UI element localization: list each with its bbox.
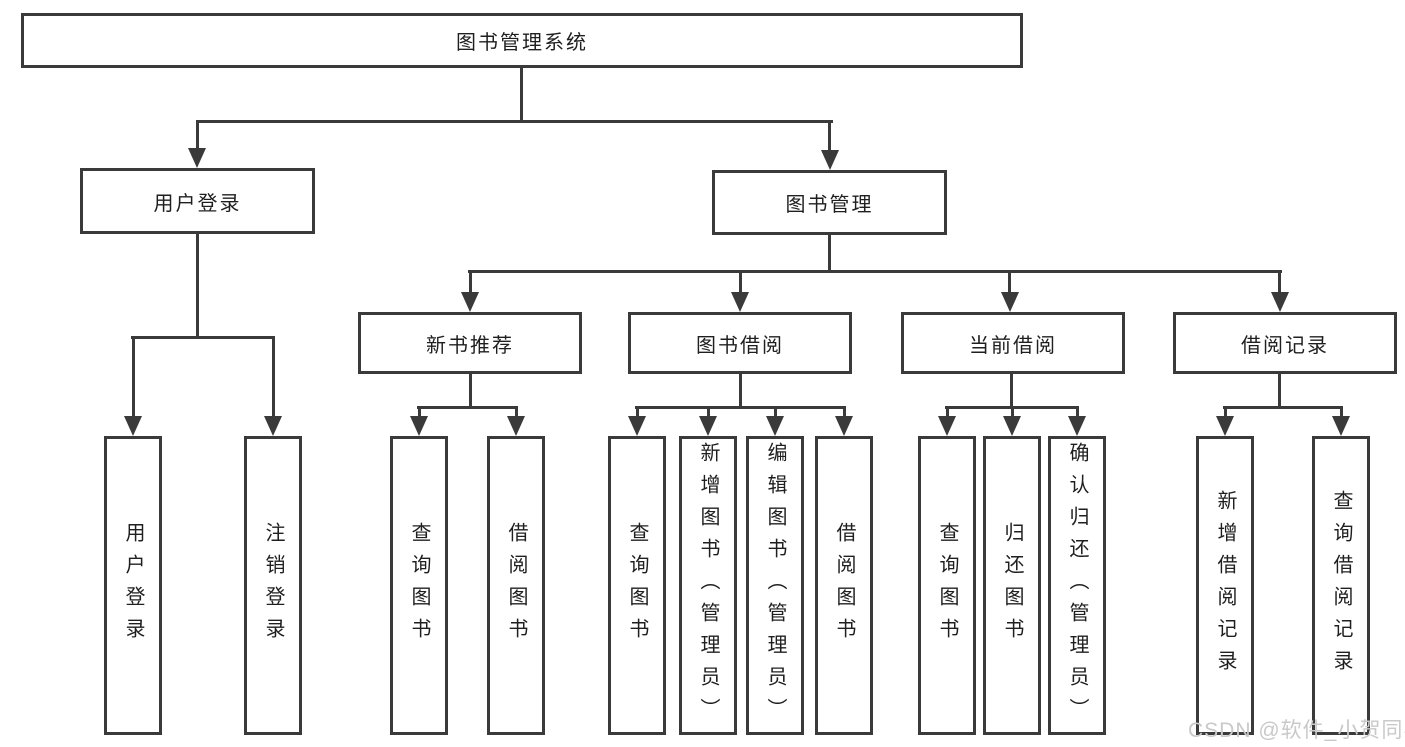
- node-user-login: 用户登录: [80, 168, 315, 234]
- arrow-down-icon: [1216, 416, 1234, 436]
- edge-module-stem: [469, 270, 472, 294]
- leaf-query-books-current: 查询图书: [918, 436, 976, 735]
- edge-user-split-stem: [196, 234, 199, 339]
- arrow-down-icon: [507, 416, 525, 436]
- arrow-down-icon: [766, 416, 784, 436]
- node-book-management: 图书管理: [712, 170, 947, 235]
- arrow-down-icon: [1332, 416, 1350, 436]
- edge-split-stem: [1010, 374, 1013, 409]
- leaf-query-books-recommend: 查询图书: [390, 436, 448, 735]
- edge-user-login-stem: [196, 120, 199, 151]
- leaf-add-borrow-record: 新增借阅记录: [1196, 436, 1254, 735]
- node-library-management-system: 图书管理系统: [21, 13, 1023, 68]
- edge-book-mgmt-stem: [828, 120, 831, 153]
- node-borrowing-records: 借阅记录: [1173, 312, 1397, 374]
- arrow-down-icon: [188, 148, 206, 168]
- edge-module-stem: [1008, 270, 1011, 294]
- leaf-borrow-books-recommend: 借阅图书: [487, 436, 545, 735]
- leaf-return-books: 归还图书: [983, 436, 1041, 735]
- edge-module-stem: [739, 270, 742, 294]
- edge-leaf-stem: [272, 336, 275, 418]
- arrow-down-icon: [731, 292, 749, 312]
- leaf-add-books-admin: 新增图书（管理员）: [679, 436, 737, 735]
- edge-mgmt-split-stem: [828, 235, 831, 273]
- edge-split-stem: [1278, 374, 1281, 409]
- leaf-query-borrow-record: 查询借阅记录: [1312, 436, 1370, 735]
- arrow-down-icon: [1001, 292, 1019, 312]
- arrow-down-icon: [1003, 416, 1021, 436]
- arrow-down-icon: [821, 150, 839, 170]
- arrow-down-icon: [699, 416, 717, 436]
- edge-module-stem: [1278, 270, 1281, 294]
- arrow-down-icon: [628, 416, 646, 436]
- edge-user-split-bar: [131, 336, 275, 339]
- edge-leaf-stem: [707, 406, 710, 418]
- edge-mgmt-split-bar: [468, 270, 1282, 273]
- leaf-logout-login: 注销登录: [244, 436, 302, 735]
- leaf-query-books-borrow: 查询图书: [608, 436, 666, 735]
- edge-leaf-stem: [132, 336, 135, 418]
- edge-leaf-stem: [1340, 406, 1343, 418]
- edge-split-stem: [739, 374, 742, 409]
- edge-leaf-stem: [418, 406, 421, 418]
- leaf-confirm-return-admin: 确认归还（管理员）: [1048, 436, 1106, 735]
- arrow-down-icon: [938, 416, 956, 436]
- edge-leaf-stem: [946, 406, 949, 418]
- edge-leaf-stem: [774, 406, 777, 418]
- leaf-edit-books-admin: 编辑图书（管理员）: [746, 436, 804, 735]
- leaf-borrow-books: 借阅图书: [815, 436, 873, 735]
- edge-leaf-stem: [1076, 406, 1079, 418]
- node-current-borrowing: 当前借阅: [901, 312, 1125, 374]
- node-book-borrowing: 图书借阅: [628, 312, 852, 374]
- edge-leaf-stem: [1011, 406, 1014, 418]
- edge-leaf-stem: [843, 406, 846, 418]
- edge-leaf-stem: [515, 406, 518, 418]
- edge-split-stem: [469, 374, 472, 409]
- edge-split-bar: [635, 406, 846, 409]
- edge-split-bar: [417, 406, 518, 409]
- edge-leaf-stem: [1224, 406, 1227, 418]
- node-new-book-recommendation: 新书推荐: [358, 312, 582, 374]
- csdn-watermark: CSDN @软件_小贺同学: [1188, 719, 1405, 742]
- arrow-down-icon: [835, 416, 853, 436]
- leaf-user-login: 用户登录: [104, 436, 162, 735]
- arrow-down-icon: [1271, 292, 1289, 312]
- edge-root-stem: [520, 67, 523, 122]
- edge-split-bar: [1223, 406, 1343, 409]
- edge-leaf-stem: [636, 406, 639, 418]
- arrow-down-icon: [410, 416, 428, 436]
- arrow-down-icon: [461, 292, 479, 312]
- edge-root-bar: [196, 120, 833, 123]
- arrow-down-icon: [1068, 416, 1086, 436]
- arrow-down-icon: [264, 416, 282, 436]
- arrow-down-icon: [124, 416, 142, 436]
